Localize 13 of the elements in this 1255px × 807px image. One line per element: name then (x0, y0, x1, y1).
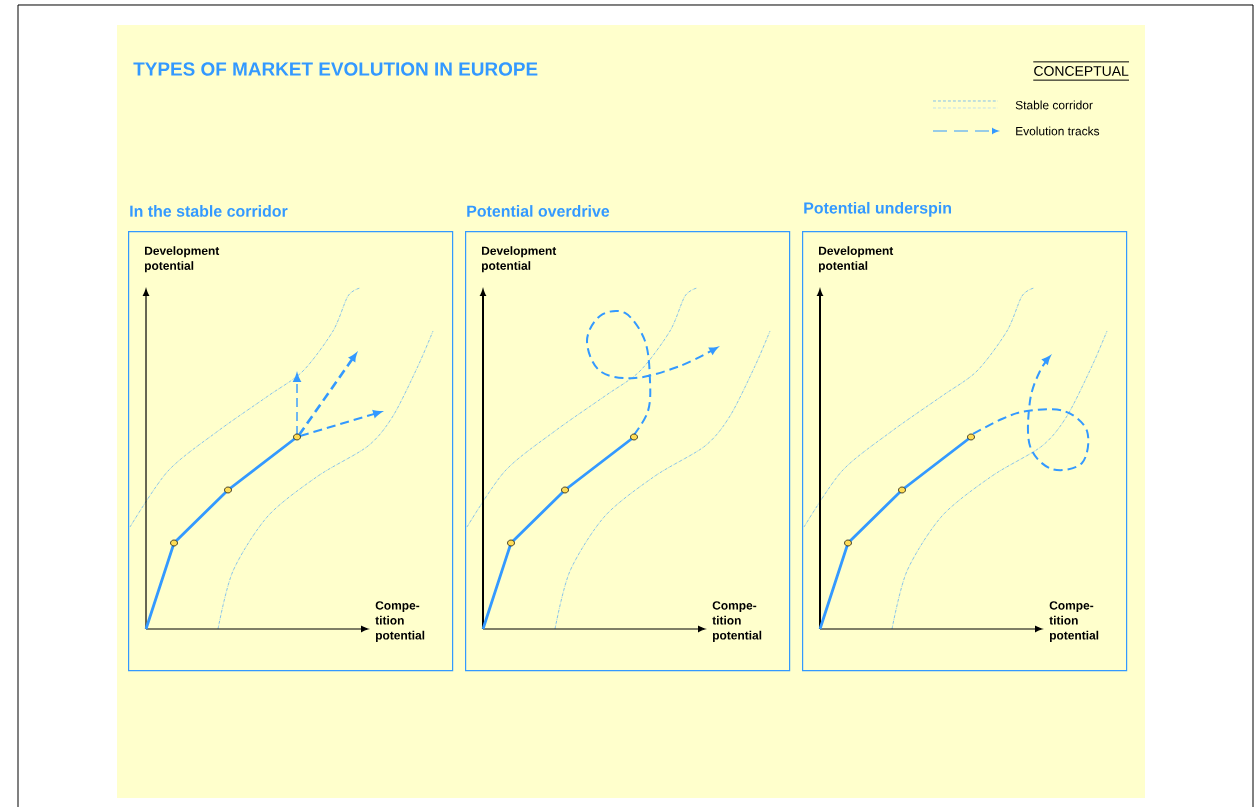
axis-label: Development potential (145, 246, 220, 273)
panel-heading: Potential overdrive (467, 205, 610, 217)
legend-label: Stable corridor (1015, 100, 1093, 110)
axis-label: Compe- tition potential (375, 601, 425, 642)
axis-label: Development potential (819, 246, 894, 273)
axis-label: Compe- tition potential (712, 601, 762, 642)
axis-label: Development potential (482, 246, 557, 273)
panel-heading: In the stable corridor (130, 205, 288, 217)
legend-label: Evolution tracks (1016, 126, 1100, 136)
diagram-title: TYPES OF MARKET EVOLUTION IN EUROPE (133, 62, 538, 76)
axis-label: Compe- tition potential (1049, 601, 1099, 642)
stamp-label: CONCEPTUAL (1032, 61, 1130, 81)
panel-heading: Potential underspin (804, 201, 951, 217)
